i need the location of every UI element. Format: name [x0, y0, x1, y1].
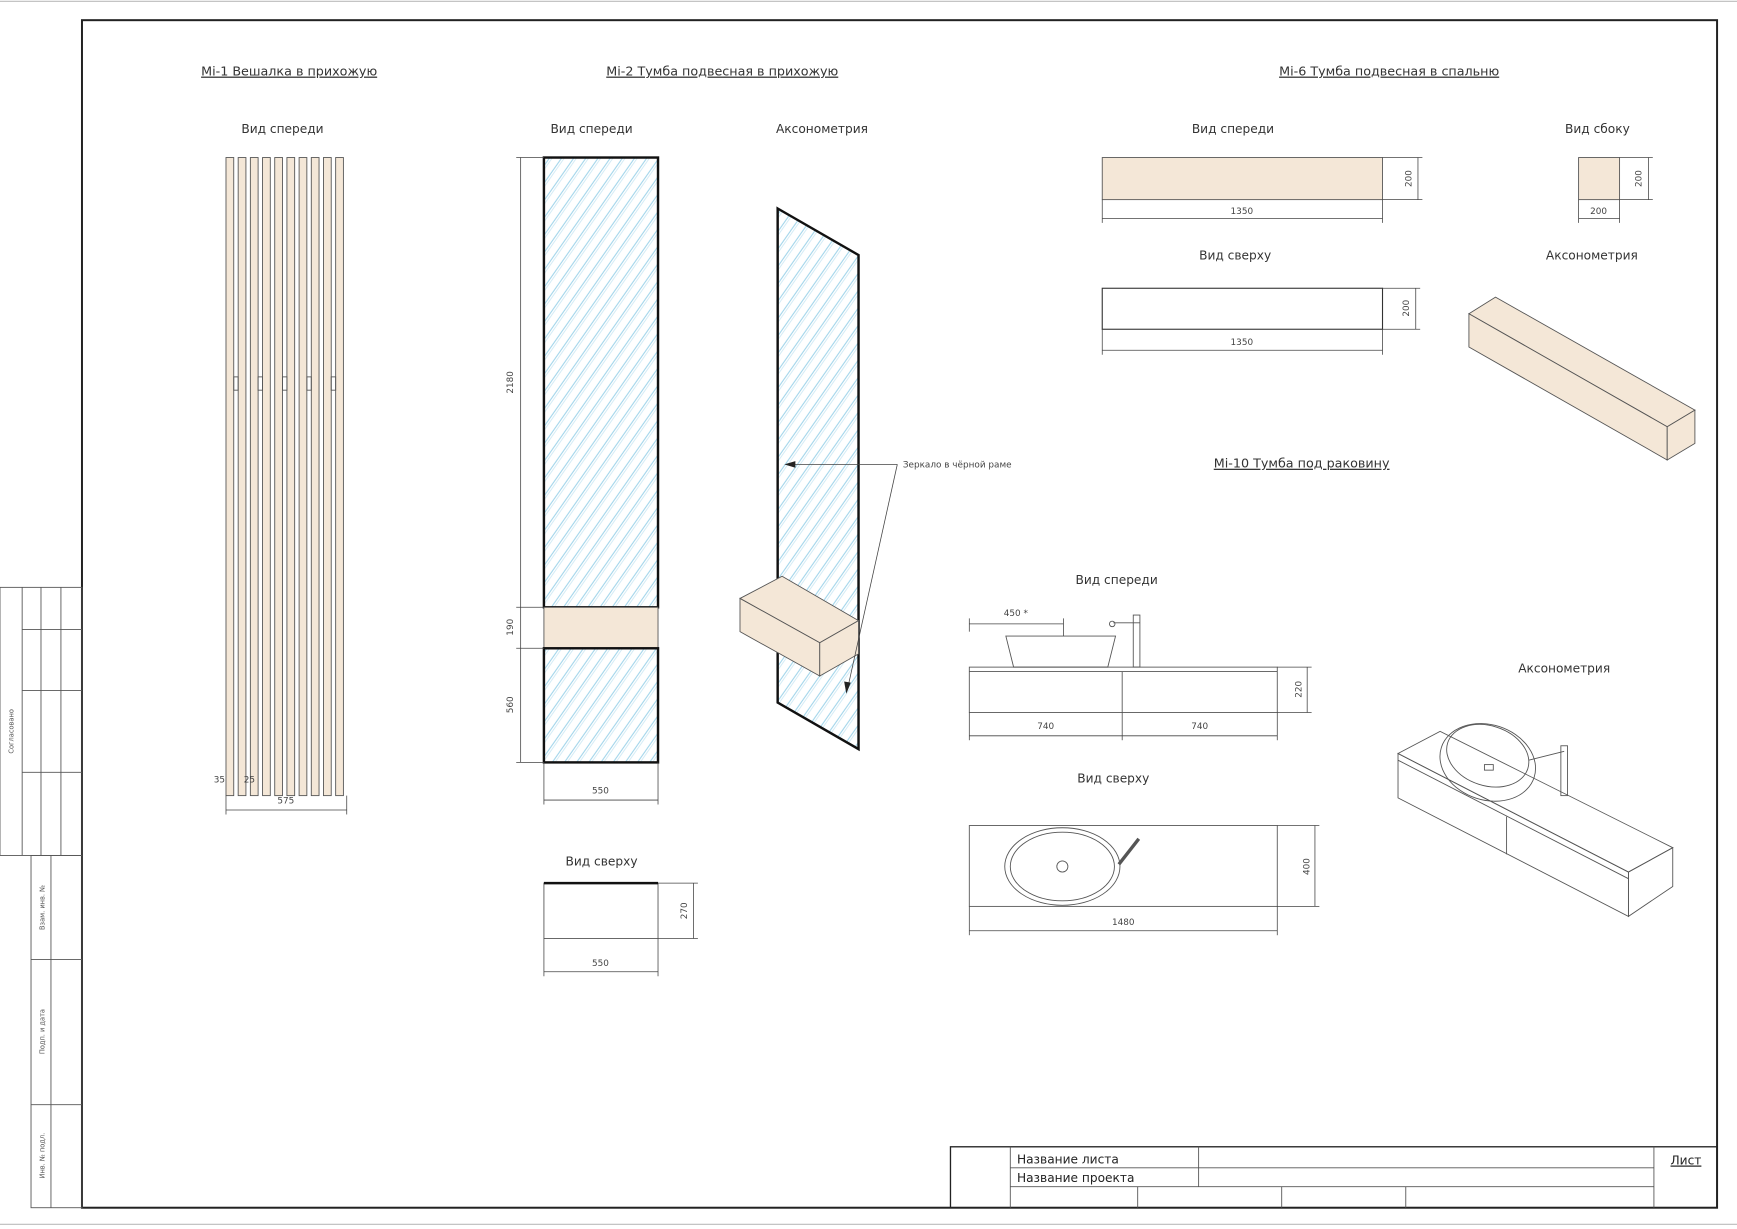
mi2-axonometry-label: Аксонометрия	[776, 122, 868, 136]
mi10-axonometry-label: Аксонометрия	[1518, 662, 1610, 676]
mi1-dim-gap: 35	[214, 775, 225, 785]
side-stamp: Согласовано Взам. инв. № Подп. и дата Ин…	[0, 586, 83, 1209]
mi6-title: Mi-6 Тумба подвесная в спальню	[1279, 65, 1499, 80]
mi2-hanging-unit: Mi-2 Тумба подвесная в прихожую Вид спер…	[506, 65, 1012, 977]
sheet-name-label: Название листа	[1017, 1152, 1119, 1166]
mi6-dim-side-width: 200	[1590, 207, 1607, 217]
stamp-sign-date: Подп. и дата	[38, 1009, 46, 1054]
mi2-dim-width: 550	[592, 786, 609, 796]
mi2-dim-depth: 270	[680, 902, 690, 919]
mi6-dim-side-height: 200	[1635, 170, 1645, 187]
mi6-dim-front-width: 1350	[1231, 207, 1254, 217]
stamp-inv-original: Инв. № подл.	[38, 1133, 46, 1179]
mi10-axon	[1397, 723, 1674, 918]
mi10-front-view-label: Вид спереди	[1076, 573, 1158, 587]
mi10-title: Mi-10 Тумба под раковину	[1214, 457, 1390, 472]
mi1-dim-slat: 25	[244, 775, 255, 785]
project-name-label: Название проекта	[1017, 1171, 1134, 1185]
mi2-dim-upper: 2180	[506, 371, 516, 394]
mi10-sink-unit: Mi-10 Тумба под раковину Вид спереди Вид…	[968, 457, 1674, 936]
mi1-dim-width: 575	[277, 796, 294, 806]
mi6-side-view-label: Вид сбоку	[1565, 122, 1630, 136]
mi2-top-view-label: Вид сверху	[566, 854, 638, 868]
mi10-dim-top-depth: 400	[1302, 858, 1312, 875]
mi1-hooks	[233, 376, 337, 391]
mi2-mirror-lower	[542, 647, 660, 764]
mi6-front-view-label: Вид спереди	[1192, 122, 1274, 136]
mi1-slats	[225, 157, 344, 797]
stamp-replaced-inv: Взам. инв. №	[38, 885, 46, 930]
mi10-dim-basin: 450 *	[1004, 609, 1029, 619]
mi2-dim-lower: 560	[506, 696, 516, 713]
mi10-dim-left: 740	[1037, 722, 1054, 732]
mi2-title: Mi-2 Тумба подвесная в прихожую	[606, 65, 838, 80]
title-block: Название листа Название проекта Лист	[949, 1146, 1718, 1209]
mi6-axonometry-label: Аксонометрия	[1546, 248, 1638, 262]
mi10-faucet	[1108, 614, 1141, 668]
mi2-shelf	[543, 606, 659, 649]
mi6-axon-box	[1468, 296, 1696, 461]
mi2-dim-shelf: 190	[506, 618, 516, 635]
mi1-title: Mi-1 Вешалка в прихожую	[201, 65, 377, 80]
mi1-front-view-label: Вид спереди	[241, 122, 323, 136]
mi6-bedroom-unit: Mi-6 Тумба подвесная в спальню Вид спере…	[1101, 65, 1696, 461]
mi2-axon-shelf	[739, 575, 860, 677]
mi2-mirror-upper	[542, 156, 660, 609]
mi10-top-view-label: Вид сверху	[1077, 771, 1149, 785]
mi6-dim-top-width: 1350	[1231, 338, 1254, 348]
mi2-callout: Зеркало в чёрной раме	[903, 461, 1012, 471]
mi6-top-view-label: Вид сверху	[1199, 248, 1271, 262]
mi10-dim-top-width: 1480	[1112, 918, 1135, 928]
sheet-label: Лист	[1671, 1154, 1702, 1168]
stamp-agreed: Согласовано	[7, 709, 15, 754]
mi1-coat-rack: Mi-1 Вешалка в прихожую Вид спереди 575 …	[201, 65, 377, 815]
mi6-dim-top-depth: 200	[1402, 299, 1412, 316]
mi10-basin	[1005, 635, 1117, 668]
mi10-dim-height: 220	[1295, 680, 1305, 697]
mi2-dim-top-width: 550	[592, 959, 609, 969]
mi10-dim-right: 740	[1191, 722, 1208, 732]
mi2-front-view-label: Вид спереди	[550, 122, 632, 136]
mi6-dim-front-height: 200	[1404, 170, 1414, 187]
